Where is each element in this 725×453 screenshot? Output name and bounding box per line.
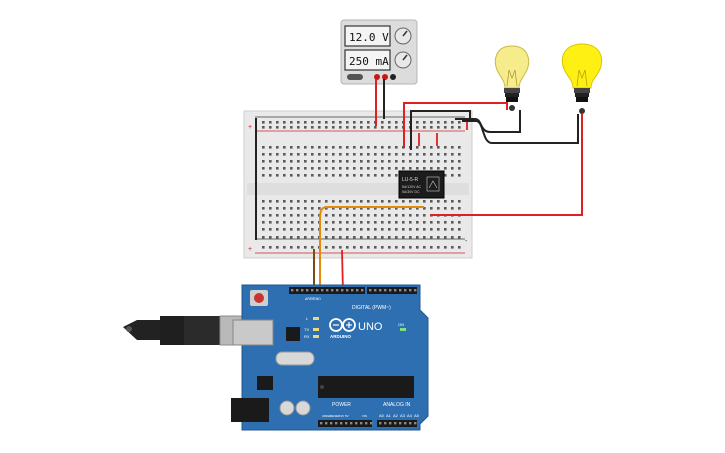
usb-cable[interactable] (123, 315, 251, 346)
label-vin: VIN (362, 414, 367, 418)
capacitor-2 (295, 400, 311, 416)
wire-signal-orange[interactable] (319, 206, 424, 295)
label-a2: A2 (393, 413, 399, 418)
wire-black-relay[interactable] (410, 110, 471, 150)
header-top-right[interactable] (367, 287, 417, 294)
power-switch[interactable] (347, 74, 363, 80)
label-a1: A1 (386, 413, 392, 418)
led-tx (313, 328, 319, 331)
usb-port (232, 319, 274, 346)
relay[interactable]: LU-5-R 5A/120V AC 5A/30V DC (398, 170, 445, 199)
wire-bulb-right-black[interactable] (462, 114, 579, 144)
header-analog[interactable] (377, 420, 417, 427)
rail-plus-top: + (248, 124, 252, 131)
current-readout: 250 mA (349, 55, 389, 68)
label-a4: A4 (407, 413, 413, 418)
wire-red-to-bulb[interactable] (403, 102, 508, 148)
arduino-uno[interactable]: L TX RX ON ARDUINO UNO DIGITAL (PWM~) PO… (231, 284, 429, 431)
dc-jack (231, 398, 269, 422)
power-supply[interactable]: 12.0 V 250 mA (340, 19, 418, 85)
breadboard-holes[interactable] (262, 121, 461, 249)
rail-minus-bottom: - (465, 238, 468, 245)
voltage-readout: 12.0 V (349, 31, 389, 44)
label-a0: A0 (379, 413, 385, 418)
positive-terminal[interactable] (374, 74, 380, 80)
label-on: ON (398, 322, 404, 327)
label-power: POWER (332, 402, 351, 408)
atmega-chip (318, 376, 414, 398)
capacitor-1 (279, 400, 295, 416)
bulb-right[interactable] (561, 43, 603, 114)
label-ioref: IOREF (322, 414, 331, 418)
label-a5: A5 (414, 413, 420, 418)
bulb-left[interactable] (494, 45, 530, 111)
current-display (344, 49, 391, 71)
label-tx: TX (304, 327, 309, 332)
voltage-display (344, 25, 391, 47)
negative-terminal[interactable] (390, 74, 396, 80)
relay-rating-2: 5A/30V DC (402, 190, 420, 194)
relay-rating-1: 5A/120V AC (402, 185, 422, 189)
label-5v: 5V (345, 414, 349, 418)
label-gnd: GND (313, 297, 321, 301)
relay-model: LU-5-R (402, 177, 419, 183)
led-on (400, 328, 406, 331)
label-arduino: ARDUINO (330, 334, 351, 339)
led-l (313, 317, 319, 320)
label-digital: DIGITAL (PWM~) (352, 305, 391, 311)
label-reset: RESET (330, 414, 340, 418)
crystal (275, 351, 315, 366)
label-3v3: 3.3V (338, 414, 344, 418)
label-rx: RX (304, 334, 310, 339)
wire-bulb-right-red[interactable] (430, 114, 583, 216)
rail-plus-bottom: + (248, 246, 252, 253)
arduino-logo (329, 318, 356, 332)
label-analog: ANALOG IN (383, 402, 411, 408)
label-aref: AREF (305, 297, 314, 301)
label-l: L (306, 316, 309, 321)
positive-terminal-2[interactable] (382, 74, 388, 80)
label-uno: UNO (358, 321, 383, 333)
led-rx (313, 335, 319, 338)
label-a3: A3 (400, 413, 406, 418)
